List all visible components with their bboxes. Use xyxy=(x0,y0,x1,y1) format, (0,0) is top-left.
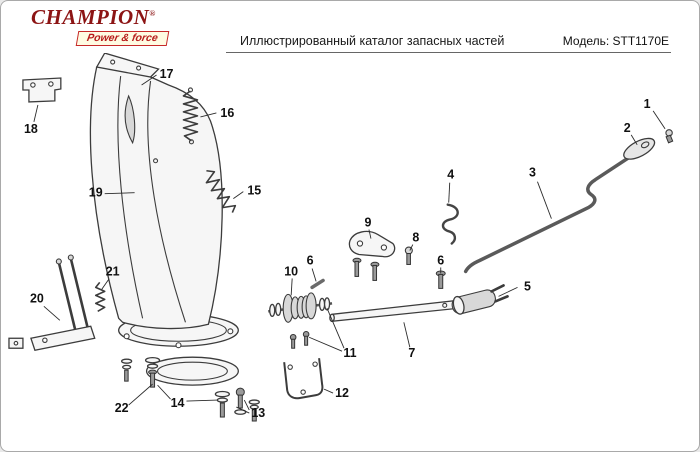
callout-8: 8 xyxy=(409,231,419,251)
callout-2-label: 2 xyxy=(624,121,631,135)
callout-6-right: 6 xyxy=(437,253,444,274)
part-9-bracket xyxy=(348,230,396,281)
callout-11: 11 xyxy=(308,308,357,360)
part-19-chute xyxy=(89,64,223,330)
callout-15-label: 15 xyxy=(247,184,261,198)
callout-1: 1 xyxy=(644,97,666,130)
callout-15: 15 xyxy=(233,184,261,200)
callout-13: 13 xyxy=(236,399,265,420)
part-22-ring xyxy=(145,356,239,386)
part-4-clip-pin xyxy=(441,203,459,245)
brand-name: CHAMPION® xyxy=(31,7,216,28)
callout-4: 4 xyxy=(447,168,454,203)
brand-tagline: Power & force xyxy=(75,31,169,46)
callout-14-label: 14 xyxy=(171,396,185,410)
part-12-bracket xyxy=(283,358,324,400)
callout-5-label: 5 xyxy=(524,279,531,293)
callout-18-label: 18 xyxy=(24,122,38,136)
callout-7: 7 xyxy=(403,322,415,360)
callout-22-label: 22 xyxy=(115,401,129,415)
callout-16: 16 xyxy=(200,106,234,120)
callout-19: 19 xyxy=(89,186,135,200)
callout-21: 21 xyxy=(101,264,120,290)
exploded-parts-diagram: 1 2 3 4 5 6 6 xyxy=(8,53,674,422)
header-titles: Иллюстрированный каталог запасных частей… xyxy=(226,7,671,53)
catalog-title: Иллюстрированный каталог запасных частей xyxy=(240,34,505,48)
callout-6-right-label: 6 xyxy=(437,253,444,267)
callout-18: 18 xyxy=(24,104,39,136)
callout-12: 12 xyxy=(323,386,349,400)
callout-9-label: 9 xyxy=(364,216,371,230)
part-5-chute-joint xyxy=(451,284,509,315)
callout-19-label: 19 xyxy=(89,186,103,200)
callout-12-label: 12 xyxy=(335,386,349,400)
page-header: CHAMPION® Power & force Иллюстрированный… xyxy=(1,1,699,53)
part-1-bolt xyxy=(665,129,674,144)
part-21-spring xyxy=(94,281,106,313)
callout-2: 2 xyxy=(624,121,638,146)
callout-10-label: 10 xyxy=(284,264,298,278)
callout-7-label: 7 xyxy=(408,346,415,360)
part-6-pin-left xyxy=(310,278,325,290)
registered-mark: ® xyxy=(149,9,156,18)
part-6-bolt-right xyxy=(435,270,446,289)
part-2-handle-grip xyxy=(623,137,656,160)
part-10-worm-spool xyxy=(268,292,333,323)
callout-6-left: 6 xyxy=(307,253,317,282)
model-label: Модель: STT1170E xyxy=(562,34,669,48)
callout-3: 3 xyxy=(529,166,552,219)
part-18-bracket xyxy=(22,77,62,103)
part-20-handle-rod xyxy=(8,254,96,351)
callouts: 1 2 3 4 5 6 6 xyxy=(24,67,666,420)
callout-22: 22 xyxy=(115,383,153,415)
callout-17: 17 xyxy=(141,67,174,86)
callout-10: 10 xyxy=(284,264,298,296)
part-17-deflector xyxy=(95,53,160,78)
callout-3-label: 3 xyxy=(529,166,536,180)
part-16-spring xyxy=(182,87,199,145)
part-14-bolts xyxy=(121,356,230,418)
callout-14: 14 xyxy=(157,384,218,410)
brand-text: CHAMPION xyxy=(31,5,150,29)
callout-21-label: 21 xyxy=(106,264,120,278)
callout-20: 20 xyxy=(30,291,61,321)
callout-1-label: 1 xyxy=(644,97,651,111)
callout-20-label: 20 xyxy=(30,291,44,305)
part-7-shaft-tube xyxy=(329,299,459,323)
callout-6-left-label: 6 xyxy=(307,253,314,267)
callout-16-label: 16 xyxy=(220,106,234,120)
callout-11-label: 11 xyxy=(343,346,356,360)
callout-4-label: 4 xyxy=(447,168,454,182)
brand-logo: CHAMPION® Power & force xyxy=(31,7,216,53)
callout-9: 9 xyxy=(364,216,371,239)
callout-5: 5 xyxy=(498,279,531,297)
part-8-bolt xyxy=(404,246,413,265)
part-13-bolts xyxy=(234,387,260,422)
callout-8-label: 8 xyxy=(412,231,419,245)
part-3-crank-rod xyxy=(463,149,641,274)
part-11-screws xyxy=(289,330,310,349)
callout-17-label: 17 xyxy=(160,67,174,81)
callout-13-label: 13 xyxy=(251,406,265,420)
part-15-spring xyxy=(205,169,237,213)
